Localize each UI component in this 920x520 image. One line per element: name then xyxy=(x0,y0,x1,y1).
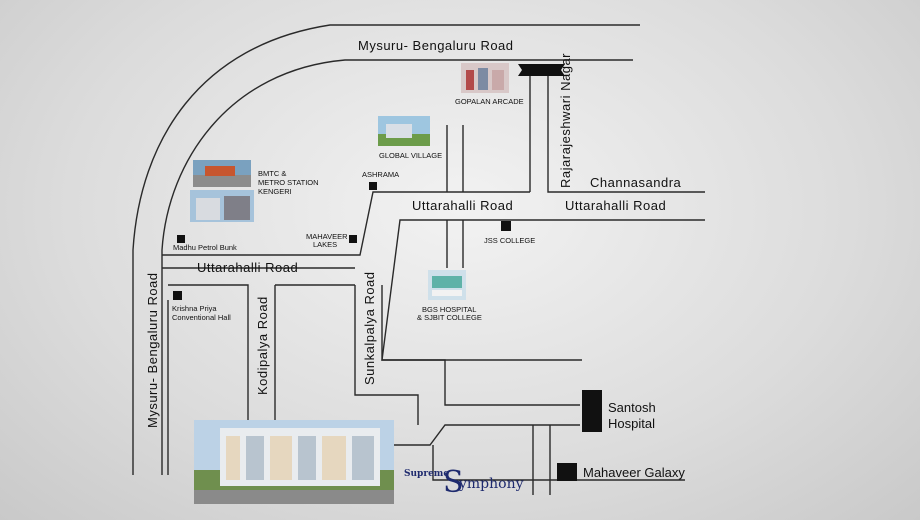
road-project-front xyxy=(388,424,580,446)
label-rajarajeshwari: Rajarajeshwari Nagar xyxy=(558,53,573,188)
ashrama-marker-icon xyxy=(369,182,377,190)
label-mysuru-left: Mysuru- Bengaluru Road xyxy=(145,272,160,428)
krishna-marker-icon xyxy=(173,291,182,300)
label-global-village: GLOBAL VILLAGE xyxy=(379,151,442,160)
label-bmtc-1: BMTC & xyxy=(258,169,286,178)
project-building-image xyxy=(194,420,394,504)
road-galaxy xyxy=(432,445,685,481)
road-mysuru-inner xyxy=(161,59,633,475)
direction-arrow-icon xyxy=(518,64,565,76)
bmtc-thumbnail-bottom xyxy=(190,190,254,222)
global-village-thumbnail xyxy=(378,116,430,146)
brand-logo: Supreme S ymphony xyxy=(404,465,524,500)
brand-s-glyph: S xyxy=(443,465,464,500)
jss-marker-icon xyxy=(501,221,511,231)
label-krishna-1: Krishna Priya xyxy=(172,304,217,313)
label-channasandra: Channasandra xyxy=(590,175,682,190)
mahaveer-galaxy-marker-icon xyxy=(557,463,577,481)
road-upper-block xyxy=(162,191,530,256)
label-bgs-1: BGS HOSPITAL xyxy=(422,305,476,314)
label-santosh-1: Santosh xyxy=(608,400,656,415)
label-ashrama: ASHRAMA xyxy=(362,170,399,179)
label-jss: JSS COLLEGE xyxy=(484,236,535,245)
road-rajarajeshwari-right xyxy=(547,75,705,193)
gopalan-arcade-thumbnail xyxy=(461,63,509,93)
mahaveer-lakes-marker-icon xyxy=(349,235,357,243)
brand-line-2: ymphony xyxy=(458,476,524,492)
road-sunkalpalya-right xyxy=(381,285,580,406)
label-uttarahalli-left: Uttarahalli Road xyxy=(197,260,298,275)
road-uttarahalli-main xyxy=(381,219,705,361)
label-sunkalpalya: Sunkalpalya Road xyxy=(362,271,377,385)
label-mahaveer-galaxy: Mahaveer Galaxy xyxy=(583,465,685,480)
santosh-marker-icon xyxy=(582,390,602,432)
brand-line-1: Supreme xyxy=(404,469,449,479)
road-sunkalpalya-left xyxy=(354,285,419,425)
road-krishna xyxy=(168,284,249,305)
label-madhu: Madhu Petrol Bunk xyxy=(173,243,237,252)
bmtc-thumbnail-top xyxy=(193,160,251,187)
road-mysuru-outer xyxy=(132,24,640,475)
label-mahaveer-lakes-2: LAKES xyxy=(313,240,337,249)
label-bgs-2: & SJBIT COLLEGE xyxy=(417,313,482,322)
label-kodipalya: Kodipalya Road xyxy=(255,296,270,395)
label-bmtc-3: KENGERI xyxy=(258,187,292,196)
label-bmtc-2: METRO STATION xyxy=(258,178,319,187)
label-uttarahalli-center: Uttarahalli Road xyxy=(412,198,513,213)
label-gopalan: GOPALAN ARCADE xyxy=(455,97,524,106)
label-uttarahalli-right: Uttarahalli Road xyxy=(565,198,666,213)
madhu-marker-icon xyxy=(177,235,185,243)
label-santosh-2: Hospital xyxy=(608,416,655,431)
bgs-hospital-thumbnail xyxy=(428,270,466,300)
label-krishna-2: Conventional Hall xyxy=(172,313,231,322)
label-mahaveer-lakes-1: MAHAVEER xyxy=(306,232,348,241)
label-mysuru-top: Mysuru- Bengaluru Road xyxy=(358,38,514,53)
